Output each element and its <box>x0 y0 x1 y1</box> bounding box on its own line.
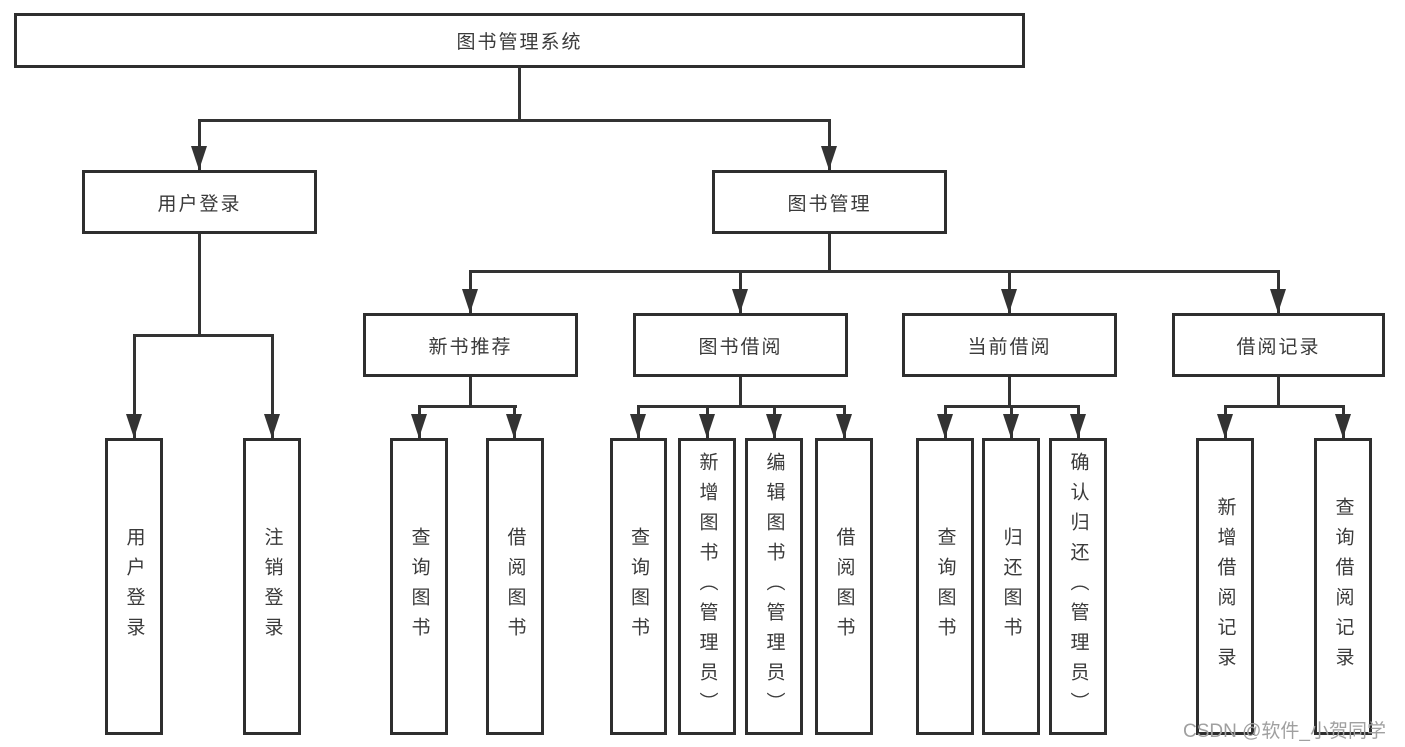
leaf-recommend-borrow-books: 借阅图书 <box>486 438 544 735</box>
csdn-watermark: CSDN @软件_小贺同学 <box>1183 721 1386 742</box>
connector-line <box>1224 405 1345 408</box>
node-user-login: 用户登录 <box>82 170 317 234</box>
connector-line <box>637 405 846 408</box>
node-label: 编辑图书（管理员） <box>763 451 785 722</box>
arrow-down-icon <box>766 414 782 438</box>
arrow-down-icon <box>732 289 748 313</box>
arrow-down-icon <box>937 414 953 438</box>
connector-line <box>518 66 521 122</box>
node-label: 查询图书 <box>408 526 430 647</box>
node-label: 归还图书 <box>1000 526 1022 647</box>
leaf-borrow-add-books-admin: 新增图书（管理员） <box>678 438 736 735</box>
connector-line <box>828 234 831 273</box>
arrow-down-icon <box>506 414 522 438</box>
leaf-current-return-books: 归还图书 <box>982 438 1040 735</box>
node-label: 图书管理 <box>787 193 872 215</box>
node-label: 借阅图书 <box>833 526 855 647</box>
leaf-borrow-borrow-books: 借阅图书 <box>815 438 873 735</box>
node-label: 查询图书 <box>628 526 649 647</box>
node-book-borrow: 图书借阅 <box>633 313 848 377</box>
node-new-book-recommend: 新书推荐 <box>363 313 578 377</box>
arrow-down-icon <box>1001 289 1017 313</box>
connector-line <box>1277 377 1280 408</box>
arrow-down-icon <box>126 414 142 438</box>
leaf-current-query-books: 查询图书 <box>916 438 974 735</box>
leaf-records-add-borrow-record: 新增借阅记录 <box>1196 438 1254 735</box>
node-label: 查询图书 <box>934 526 956 647</box>
arrow-down-icon <box>630 414 646 438</box>
node-label: 新增图书（管理员） <box>696 451 718 722</box>
connector-line <box>469 377 472 408</box>
arrow-down-icon <box>1070 414 1086 438</box>
arrow-down-icon <box>411 414 427 438</box>
arrow-down-icon <box>821 146 837 170</box>
connector-line <box>418 405 517 408</box>
leaf-logout: 注销登录 <box>243 438 301 735</box>
node-library-management-system: 图书管理系统 <box>14 13 1025 68</box>
leaf-borrow-query-books: 查询图书 <box>610 438 667 735</box>
connector-line <box>469 270 1280 273</box>
arrow-down-icon <box>264 414 280 438</box>
connector-line <box>739 377 742 408</box>
arrow-down-icon <box>1270 289 1286 313</box>
node-book-management: 图书管理 <box>712 170 947 234</box>
node-label: 用户登录 <box>157 193 242 215</box>
leaf-recommend-query-books: 查询图书 <box>390 438 448 735</box>
node-label: 图书管理系统 <box>456 32 583 53</box>
arrow-down-icon <box>191 146 207 170</box>
node-label: 确认归还（管理员） <box>1067 451 1089 722</box>
node-label: 新书推荐 <box>428 336 513 358</box>
leaf-user-login: 用户登录 <box>105 438 163 735</box>
connector-line <box>1008 377 1011 408</box>
arrow-down-icon <box>462 289 478 313</box>
connector-line <box>198 234 201 337</box>
node-label: 借阅记录 <box>1236 336 1321 358</box>
arrow-down-icon <box>1335 414 1351 438</box>
node-label: 当前借阅 <box>967 336 1052 358</box>
node-label: 借阅图书 <box>504 526 526 647</box>
node-current-borrow: 当前借阅 <box>902 313 1117 377</box>
leaf-records-query-borrow-record: 查询借阅记录 <box>1314 438 1372 735</box>
connector-line <box>133 334 136 438</box>
connector-line <box>133 334 274 337</box>
node-label: 新增借阅记录 <box>1214 496 1236 677</box>
arrow-down-icon <box>836 414 852 438</box>
connector-line <box>828 119 831 170</box>
node-borrow-records: 借阅记录 <box>1172 313 1385 377</box>
node-label: 用户登录 <box>123 526 145 647</box>
arrow-down-icon <box>699 414 715 438</box>
connector-line <box>198 119 201 170</box>
connector-line <box>198 119 831 122</box>
node-label: 注销登录 <box>261 526 283 647</box>
leaf-current-confirm-return-admin: 确认归还（管理员） <box>1049 438 1107 735</box>
connector-line <box>271 334 274 438</box>
arrow-down-icon <box>1003 414 1019 438</box>
arrow-down-icon <box>1217 414 1233 438</box>
node-label: 图书借阅 <box>698 336 783 358</box>
leaf-borrow-edit-books-admin: 编辑图书（管理员） <box>745 438 803 735</box>
node-label: 查询借阅记录 <box>1332 496 1354 677</box>
